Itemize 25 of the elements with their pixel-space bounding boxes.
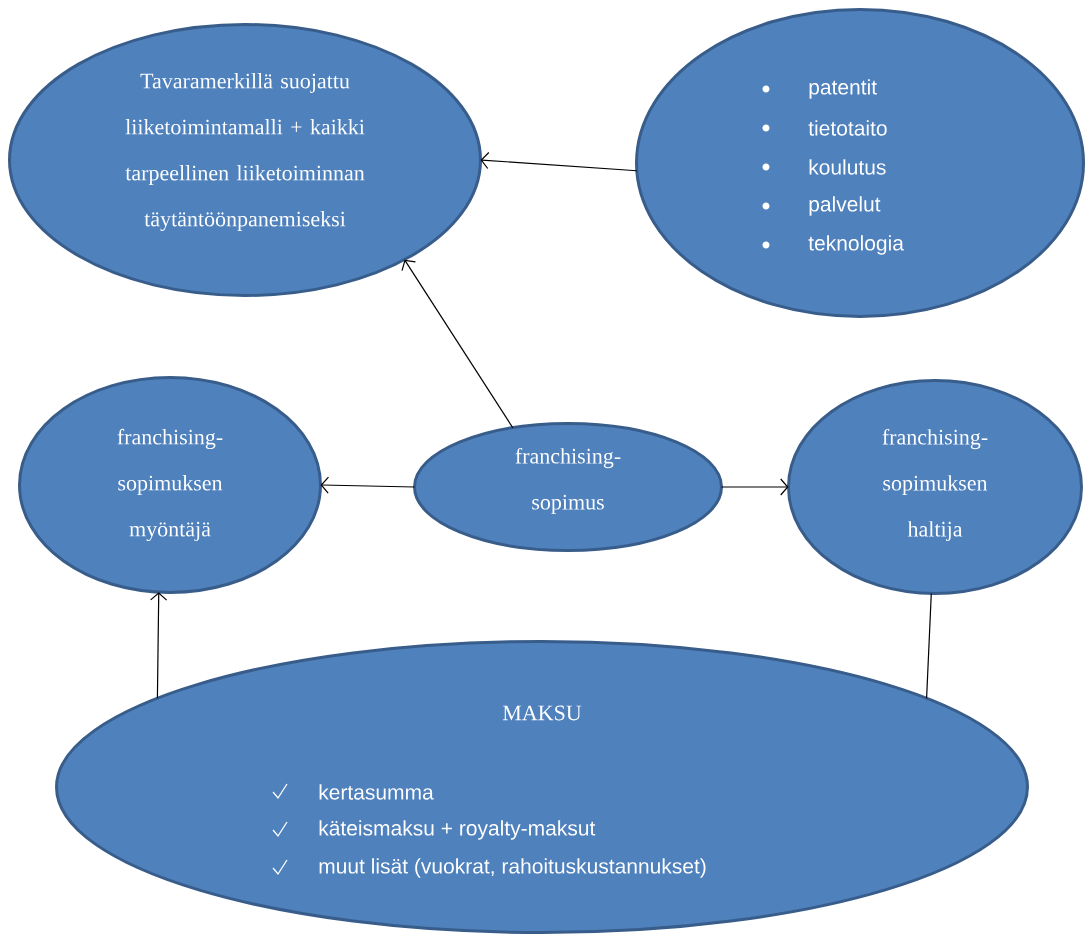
node-text: franchising-sopimus xyxy=(515,447,621,515)
ellipse xyxy=(413,422,723,552)
arrow xyxy=(150,592,168,699)
list-item: koulutus xyxy=(809,159,886,175)
ellipse xyxy=(8,23,482,297)
list-item: muut lisät (vuokrat, rahoituskustannukset) xyxy=(319,858,706,878)
node-text: franchising-sopimuksen haltija xyxy=(882,428,988,542)
arrow xyxy=(720,478,789,496)
list-item: patentit xyxy=(809,79,877,99)
arrow xyxy=(401,259,514,429)
ellipse xyxy=(787,379,1083,595)
node-text: franchising-sopimuksen myöntäjä xyxy=(117,428,223,542)
node-text: Tavaramerkillä suojattu liiketoimintamalli + kaikki tarpeellinen liiketoiminnan täytäntöönpanemiseksi xyxy=(125,73,365,231)
list-item: palvelut xyxy=(809,196,881,216)
ellipse xyxy=(55,640,1029,934)
list-item: kertasumma xyxy=(319,784,434,800)
connector-line xyxy=(926,592,932,699)
list-item: tietotaito xyxy=(808,120,887,136)
ellipse xyxy=(18,376,322,594)
list-item: käteismaksu + royalty-maksut xyxy=(319,820,596,840)
list-item: teknologia xyxy=(808,235,904,255)
node-heading: MAKSU xyxy=(502,705,582,721)
ellipse xyxy=(635,8,1085,318)
arrow xyxy=(320,476,416,494)
arrow xyxy=(480,151,638,172)
